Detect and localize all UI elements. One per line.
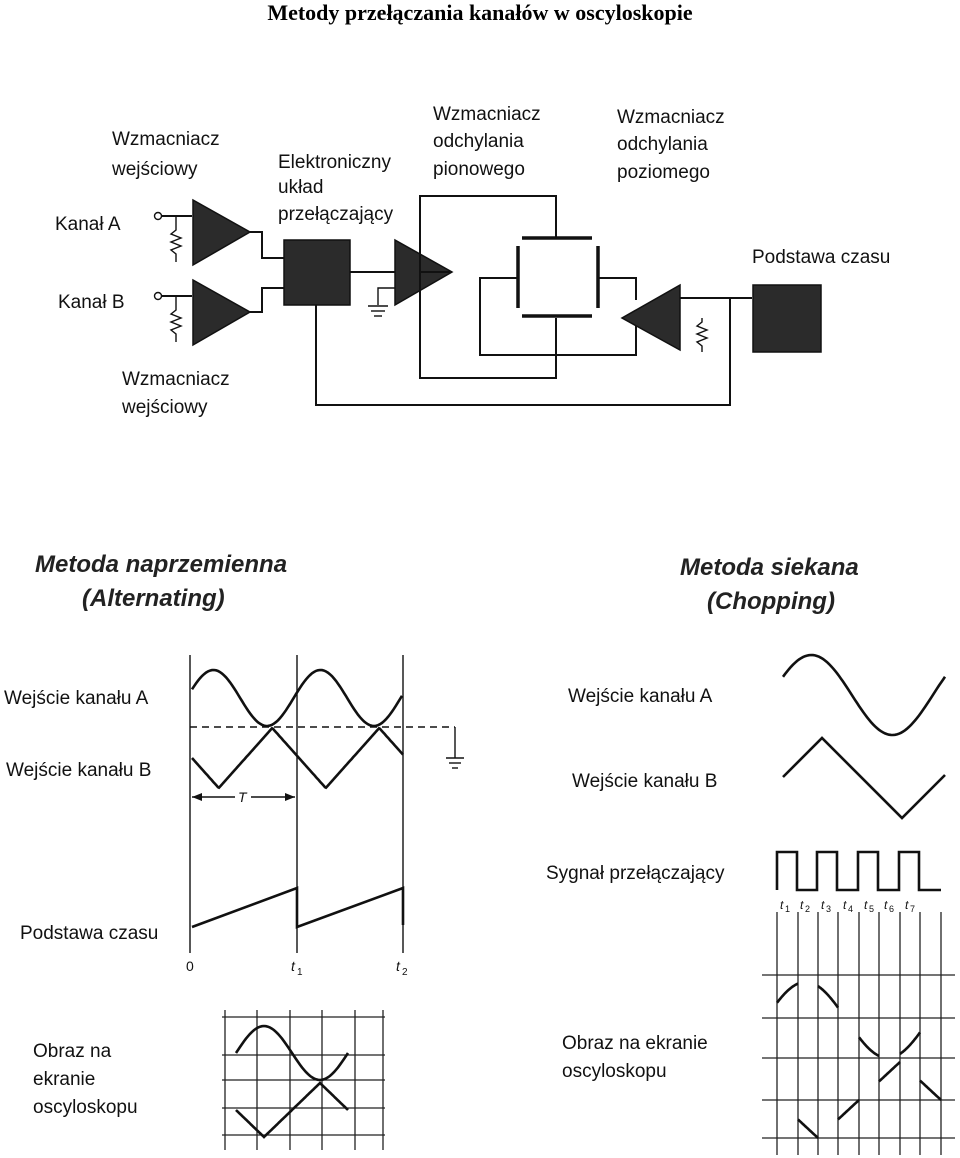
chop-tick-t3: t bbox=[821, 898, 825, 912]
channel-a-attenuator-icon bbox=[169, 216, 183, 262]
input-amp-a-icon bbox=[192, 198, 252, 267]
alt-period-label-bg bbox=[235, 790, 251, 804]
chop-channel-a-sine bbox=[781, 653, 947, 737]
chop-screen-label-1: Obraz na ekranie bbox=[562, 1033, 708, 1054]
chop-tick-t2-sub: 2 bbox=[805, 904, 810, 914]
hamp-right-wire bbox=[598, 277, 637, 300]
page-title: Metody przełączania kanałów w oscyloskop… bbox=[267, 0, 693, 25]
input-amp-b-icon bbox=[192, 278, 252, 347]
channel-a-terminal bbox=[153, 211, 163, 221]
channel-b-attenuator-icon bbox=[169, 296, 183, 342]
chop-tick-t5: t bbox=[864, 898, 868, 912]
alt-screen-grid bbox=[222, 1010, 385, 1150]
alt-channel-b-triangle bbox=[191, 726, 404, 790]
chop-screen-segments bbox=[776, 982, 942, 1139]
chop-segment-channel-a bbox=[899, 1031, 922, 1055]
alt-tick-0: 0 bbox=[186, 958, 194, 974]
alternating-heading-1: Metoda naprzemienna bbox=[35, 551, 287, 578]
alt-tick-t1: t bbox=[291, 958, 296, 974]
block-diagram: Wzmacniacz wejściowy Kanał A Kanał B Ele… bbox=[55, 104, 890, 418]
horizontal-amp-label-2: odchylania bbox=[617, 134, 708, 155]
switch-circuit-label-2: układ bbox=[278, 177, 323, 198]
chopping-heading-1: Metoda siekana bbox=[680, 554, 859, 581]
vertical-amp-label-3: pionowego bbox=[433, 159, 525, 180]
chop-tick-t2: t bbox=[800, 898, 804, 912]
alt-period-arrowhead-right bbox=[285, 793, 295, 801]
amp-b-to-switch-wire bbox=[250, 287, 284, 313]
vertical-amp-label-1: Wzmacniacz bbox=[433, 104, 541, 125]
switch-block bbox=[283, 239, 351, 306]
chop-tick-t6: t bbox=[884, 898, 888, 912]
chop-tick-t4: t bbox=[843, 898, 847, 912]
alt-period-arrowhead-left bbox=[192, 793, 202, 801]
channel-b-label: Kanał B bbox=[58, 292, 125, 313]
chop-segment-channel-a bbox=[817, 985, 840, 1009]
input-amp-top-label-1: Wzmacniacz bbox=[112, 129, 220, 150]
alt-tick-t2-sub: 2 bbox=[402, 967, 408, 978]
chop-segment-channel-a bbox=[858, 1036, 880, 1058]
alt-tick-t2: t bbox=[396, 958, 401, 974]
chop-segment-channel-b bbox=[919, 1079, 942, 1101]
alt-screen-trace-b bbox=[235, 1081, 349, 1139]
alt-screen-label-1: Obraz na bbox=[33, 1041, 112, 1062]
chop-tick-t6-sub: 6 bbox=[889, 904, 894, 914]
switch-circuit-label-1: Elektroniczny bbox=[278, 152, 391, 173]
alt-timebase-label: Podstawa czasu bbox=[20, 923, 158, 944]
chop-input-a-label: Wejście kanału A bbox=[568, 686, 713, 707]
chop-segment-channel-b bbox=[837, 1099, 860, 1121]
alt-channel-a-sine bbox=[190, 668, 404, 728]
chop-tick-t1-sub: 1 bbox=[785, 904, 790, 914]
hamp-left-wire bbox=[479, 277, 637, 356]
alternating-section: Metoda naprzemienna (Alternating) Wejści… bbox=[4, 551, 464, 1150]
input-amp-bottom-label-2: wejściowy bbox=[121, 397, 208, 418]
input-amp-bottom-label-1: Wzmacniacz bbox=[122, 369, 230, 390]
alt-period-label: T bbox=[238, 789, 248, 805]
chop-switch-signal-label: Sygnał przełączający bbox=[546, 863, 725, 884]
chop-input-b-label: Wejście kanału B bbox=[572, 771, 717, 792]
time-base-label: Podstawa czasu bbox=[752, 247, 890, 268]
horizontal-amp-label-3: poziomego bbox=[617, 162, 710, 183]
sync-feedback-wire bbox=[315, 298, 731, 406]
switch-circuit-label-3: przełączający bbox=[278, 204, 394, 225]
alt-timebase-sawtooth bbox=[191, 886, 405, 929]
alt-tick-t1-sub: 1 bbox=[297, 967, 303, 978]
alt-input-a-label: Wejście kanału A bbox=[4, 688, 149, 709]
chop-tick-t7-sub: 7 bbox=[910, 904, 915, 914]
chop-tick-t1: t bbox=[780, 898, 784, 912]
vertical-amp-label-2: odchylania bbox=[433, 131, 524, 152]
chop-switching-square-wave bbox=[775, 850, 941, 892]
vamp-lower-output-wire bbox=[419, 272, 557, 379]
chop-segment-channel-b bbox=[797, 1118, 819, 1139]
chop-channel-b-triangle bbox=[782, 736, 946, 820]
chop-tick-t7: t bbox=[905, 898, 909, 912]
alt-screen-label-2: ekranie bbox=[33, 1069, 95, 1090]
alternating-heading-2: (Alternating) bbox=[82, 585, 225, 612]
chopping-heading-2: (Chopping) bbox=[707, 588, 835, 615]
horizontal-amp-label-1: Wzmacniacz bbox=[617, 107, 725, 128]
alt-input-b-label: Wejście kanału B bbox=[6, 760, 151, 781]
chop-screen-grid bbox=[762, 912, 955, 1155]
vamp-upper-output-wire bbox=[419, 195, 557, 273]
chop-screen-label-2: oscyloskopu bbox=[562, 1061, 667, 1082]
chop-segment-channel-a bbox=[776, 982, 799, 1004]
chopping-section: Metoda siekana (Chopping) Wejście kanału… bbox=[546, 554, 955, 1155]
amp-a-to-switch-wire bbox=[250, 231, 284, 259]
alt-screen-label-3: oscyloskopu bbox=[33, 1097, 138, 1118]
horizontal-amp-icon bbox=[620, 283, 681, 352]
alt-screen-trace-a bbox=[234, 1024, 350, 1082]
channel-b-terminal bbox=[153, 291, 163, 301]
channel-a-label: Kanał A bbox=[55, 214, 121, 235]
chop-tick-t3-sub: 3 bbox=[826, 904, 831, 914]
chop-tick-t4-sub: 4 bbox=[848, 904, 853, 914]
hamp-attenuator-icon bbox=[695, 318, 709, 352]
input-amp-top-label-2: wejściowy bbox=[111, 159, 198, 180]
chop-tick-t5-sub: 5 bbox=[869, 904, 874, 914]
time-base-block bbox=[752, 284, 822, 353]
chop-segment-channel-b bbox=[878, 1061, 901, 1083]
vertical-amp-ground-wire bbox=[377, 287, 395, 305]
